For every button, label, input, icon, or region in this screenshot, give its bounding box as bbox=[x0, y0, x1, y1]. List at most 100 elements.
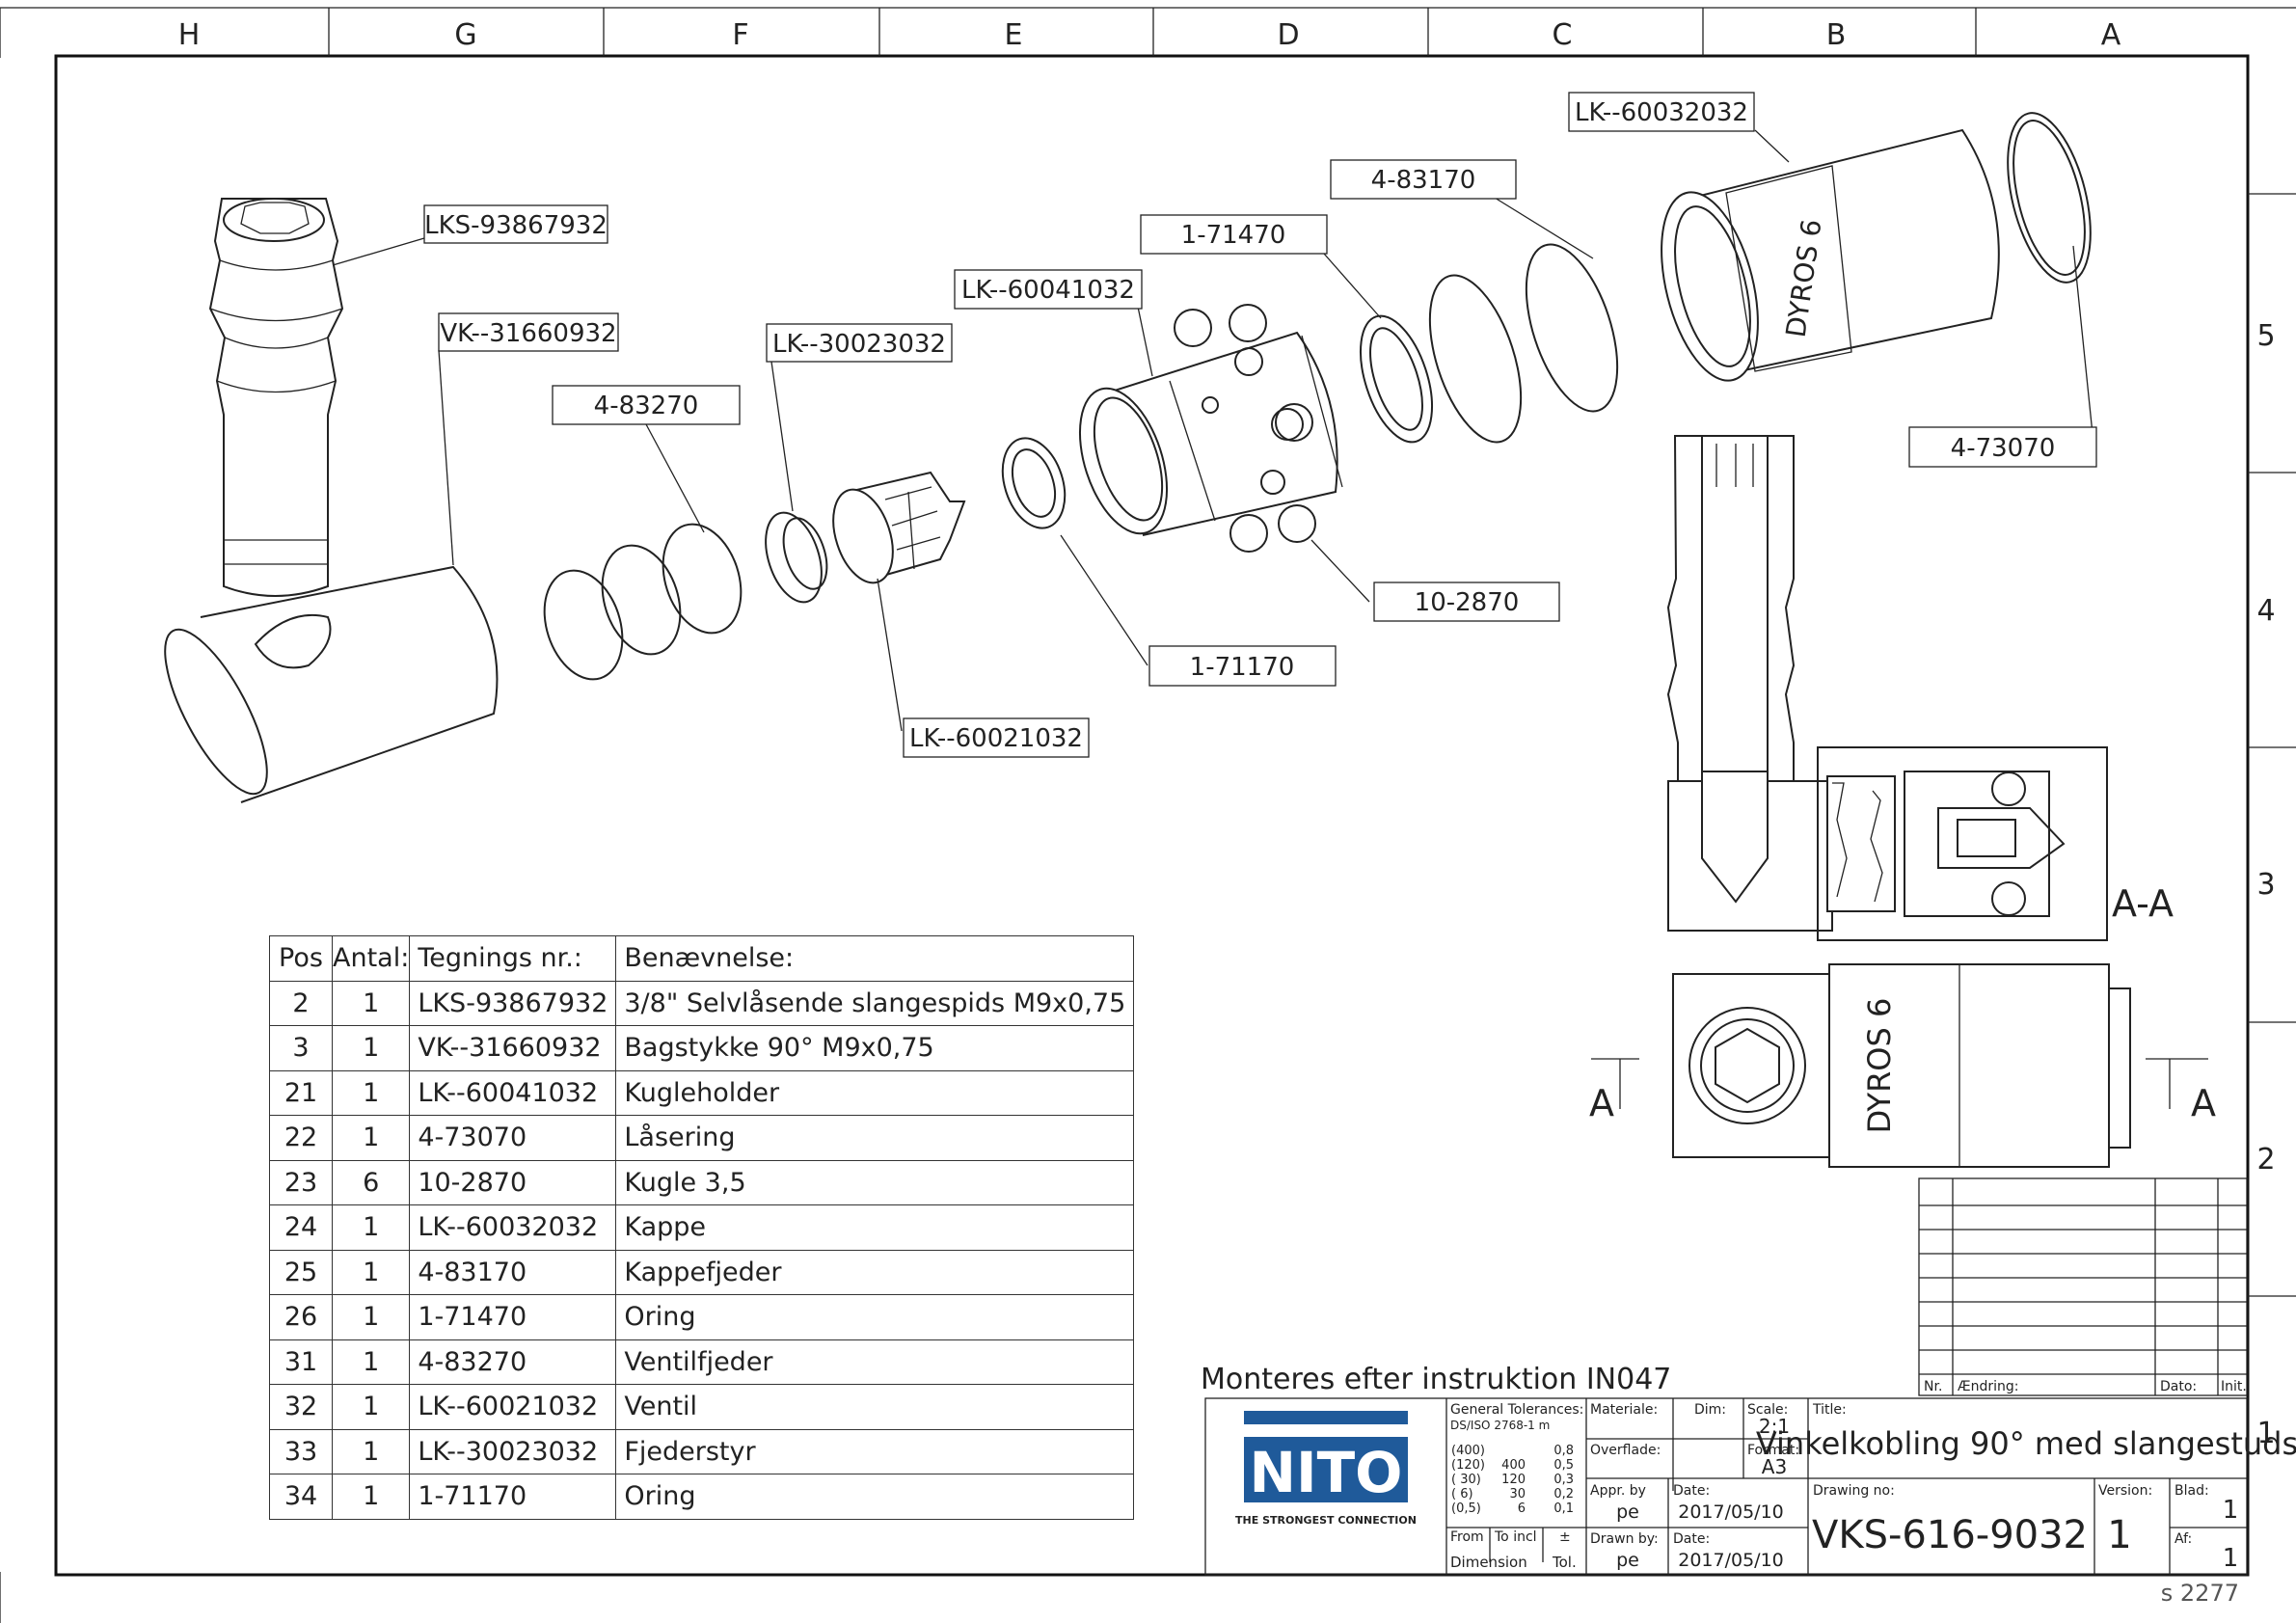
callout-label: 4-83270 bbox=[594, 392, 699, 420]
tolerance-cell: 0,1 bbox=[1553, 1501, 1574, 1516]
scale-value: 2:1 bbox=[1759, 1415, 1790, 1438]
description-cell: Låsering bbox=[615, 1115, 1135, 1161]
pos-cell: 21 bbox=[269, 1069, 333, 1116]
pos-cell: 31 bbox=[269, 1339, 333, 1385]
leader-lines bbox=[332, 129, 2093, 732]
drawing-no-cell: LKS-93867932 bbox=[409, 980, 617, 1026]
scale-label: Scale: bbox=[1747, 1402, 1788, 1418]
balls-part bbox=[1174, 304, 1316, 553]
tolerance-cell: 120 bbox=[1501, 1473, 1526, 1487]
description-cell: Kappe bbox=[615, 1204, 1135, 1251]
rev-col-init: Init. bbox=[2221, 1379, 2247, 1394]
ball-holder-part bbox=[1078, 331, 1343, 536]
pos-cell: 24 bbox=[269, 1204, 333, 1251]
drawn-value: pe bbox=[1616, 1550, 1639, 1571]
drawing-no-cell: 4-73070 bbox=[409, 1115, 617, 1161]
parts-table-header: Pos Antal: Tegnings nr.: Benævnelse: bbox=[269, 935, 1135, 982]
sleeve-engraving: DYROS 6 bbox=[1780, 217, 1828, 339]
tolerance-cell: 0,5 bbox=[1553, 1458, 1574, 1473]
sheet-value: 1 bbox=[2223, 1496, 2239, 1525]
header-pos: Pos bbox=[269, 935, 333, 982]
cut-label-left: A bbox=[1589, 1082, 1614, 1124]
pos-cell: 22 bbox=[269, 1115, 333, 1161]
section-title: A-A bbox=[2112, 882, 2174, 925]
appr-date-label: Date: bbox=[1673, 1483, 1710, 1499]
description-cell: Kugleholder bbox=[615, 1069, 1135, 1116]
callout-label: 1-71470 bbox=[1181, 221, 1286, 250]
callout-label: LK--60041032 bbox=[961, 276, 1135, 305]
tolerance-cell: (400) bbox=[1451, 1444, 1485, 1458]
column-label: H bbox=[178, 18, 201, 52]
header-drawing-no: Tegnings nr.: bbox=[409, 935, 617, 982]
drawn-label: Drawn by: bbox=[1590, 1531, 1659, 1547]
of-value: 1 bbox=[2223, 1544, 2239, 1573]
version-value: 1 bbox=[2107, 1513, 2131, 1557]
format-label: Format: bbox=[1747, 1443, 1799, 1458]
logo-text: NITO bbox=[1250, 1440, 1403, 1505]
surface-label: Overflade: bbox=[1590, 1443, 1661, 1458]
column-label: E bbox=[1005, 18, 1023, 52]
drawing-no-cell: LK--60021032 bbox=[409, 1384, 617, 1430]
column-label: C bbox=[1553, 18, 1573, 52]
to-label: To incl bbox=[1494, 1529, 1537, 1545]
header-qty: Antal: bbox=[331, 935, 411, 982]
row-label: 5 bbox=[2256, 319, 2275, 353]
of-label: Af: bbox=[2174, 1531, 2192, 1547]
column-labels: H G F E D C B A bbox=[178, 18, 2121, 52]
drawing-no-cell: 10-2870 bbox=[409, 1159, 617, 1205]
description-cell: Oring bbox=[615, 1294, 1135, 1340]
appr-value: pe bbox=[1616, 1501, 1639, 1523]
description-cell: Fjederstyr bbox=[615, 1428, 1135, 1474]
qty-cell: 1 bbox=[331, 1204, 411, 1251]
pos-cell: 33 bbox=[269, 1428, 333, 1474]
callout-label: 4-83170 bbox=[1371, 166, 1476, 195]
drawing-no-cell: 1-71470 bbox=[409, 1294, 617, 1340]
rev-col-date: Dato: bbox=[2160, 1379, 2197, 1394]
tolerance-cell: ( 30) bbox=[1451, 1473, 1481, 1487]
footer-code: s 2277 bbox=[2161, 1580, 2239, 1607]
format-value: A3 bbox=[1762, 1455, 1787, 1478]
material-label: Materiale: bbox=[1590, 1402, 1658, 1418]
body-part bbox=[164, 565, 499, 803]
drawn-date-label: Date: bbox=[1673, 1531, 1710, 1547]
sleeve-spring-part bbox=[1428, 243, 1619, 444]
qty-cell: 6 bbox=[331, 1159, 411, 1205]
callouts: LKS-93867932 VK--31660932 4-83270 LK--30… bbox=[423, 92, 2097, 758]
header-description: Benævnelse: bbox=[615, 935, 1135, 982]
pos-cell: 32 bbox=[269, 1384, 333, 1430]
description-cell: Ventil bbox=[615, 1384, 1135, 1430]
tolerance-cell: (120) bbox=[1451, 1458, 1485, 1473]
drawing-no-label: Drawing no: bbox=[1813, 1483, 1895, 1499]
callout-label: 10-2870 bbox=[1415, 588, 1520, 617]
qty-cell: 1 bbox=[331, 980, 411, 1026]
dimension-label: Dimension bbox=[1450, 1554, 1527, 1571]
pos-cell: 3 bbox=[269, 1025, 333, 1071]
title-block: NITO THE STRONGEST CONNECTION General To… bbox=[1204, 1397, 2296, 1576]
drawing-no-cell: LK--60032032 bbox=[409, 1204, 617, 1251]
pm-label: ± bbox=[1559, 1529, 1571, 1545]
valve-spring-part bbox=[543, 523, 743, 681]
appr-date: 2017/05/10 bbox=[1678, 1501, 1784, 1523]
tol-label: Tol. bbox=[1552, 1554, 1577, 1571]
qty-cell: 1 bbox=[331, 1428, 411, 1474]
drawing-no-cell: LK--30023032 bbox=[409, 1428, 617, 1474]
qty-cell: 1 bbox=[331, 1339, 411, 1385]
description-cell: 3/8" Selvlåsende slangespids M9x0,75 bbox=[615, 980, 1135, 1026]
locking-ring-part bbox=[2007, 112, 2092, 284]
assembly-note: Monteres efter instruktion IN047 bbox=[1201, 1363, 1671, 1396]
tolerance-cell: 0,2 bbox=[1553, 1487, 1574, 1501]
appr-label: Appr. by bbox=[1590, 1483, 1646, 1499]
row-labels: 5 4 3 2 1 bbox=[2256, 319, 2275, 1450]
drawing-no-cell: VK--31660932 bbox=[409, 1025, 617, 1071]
pos-cell: 23 bbox=[269, 1159, 333, 1205]
qty-cell: 1 bbox=[331, 1069, 411, 1116]
